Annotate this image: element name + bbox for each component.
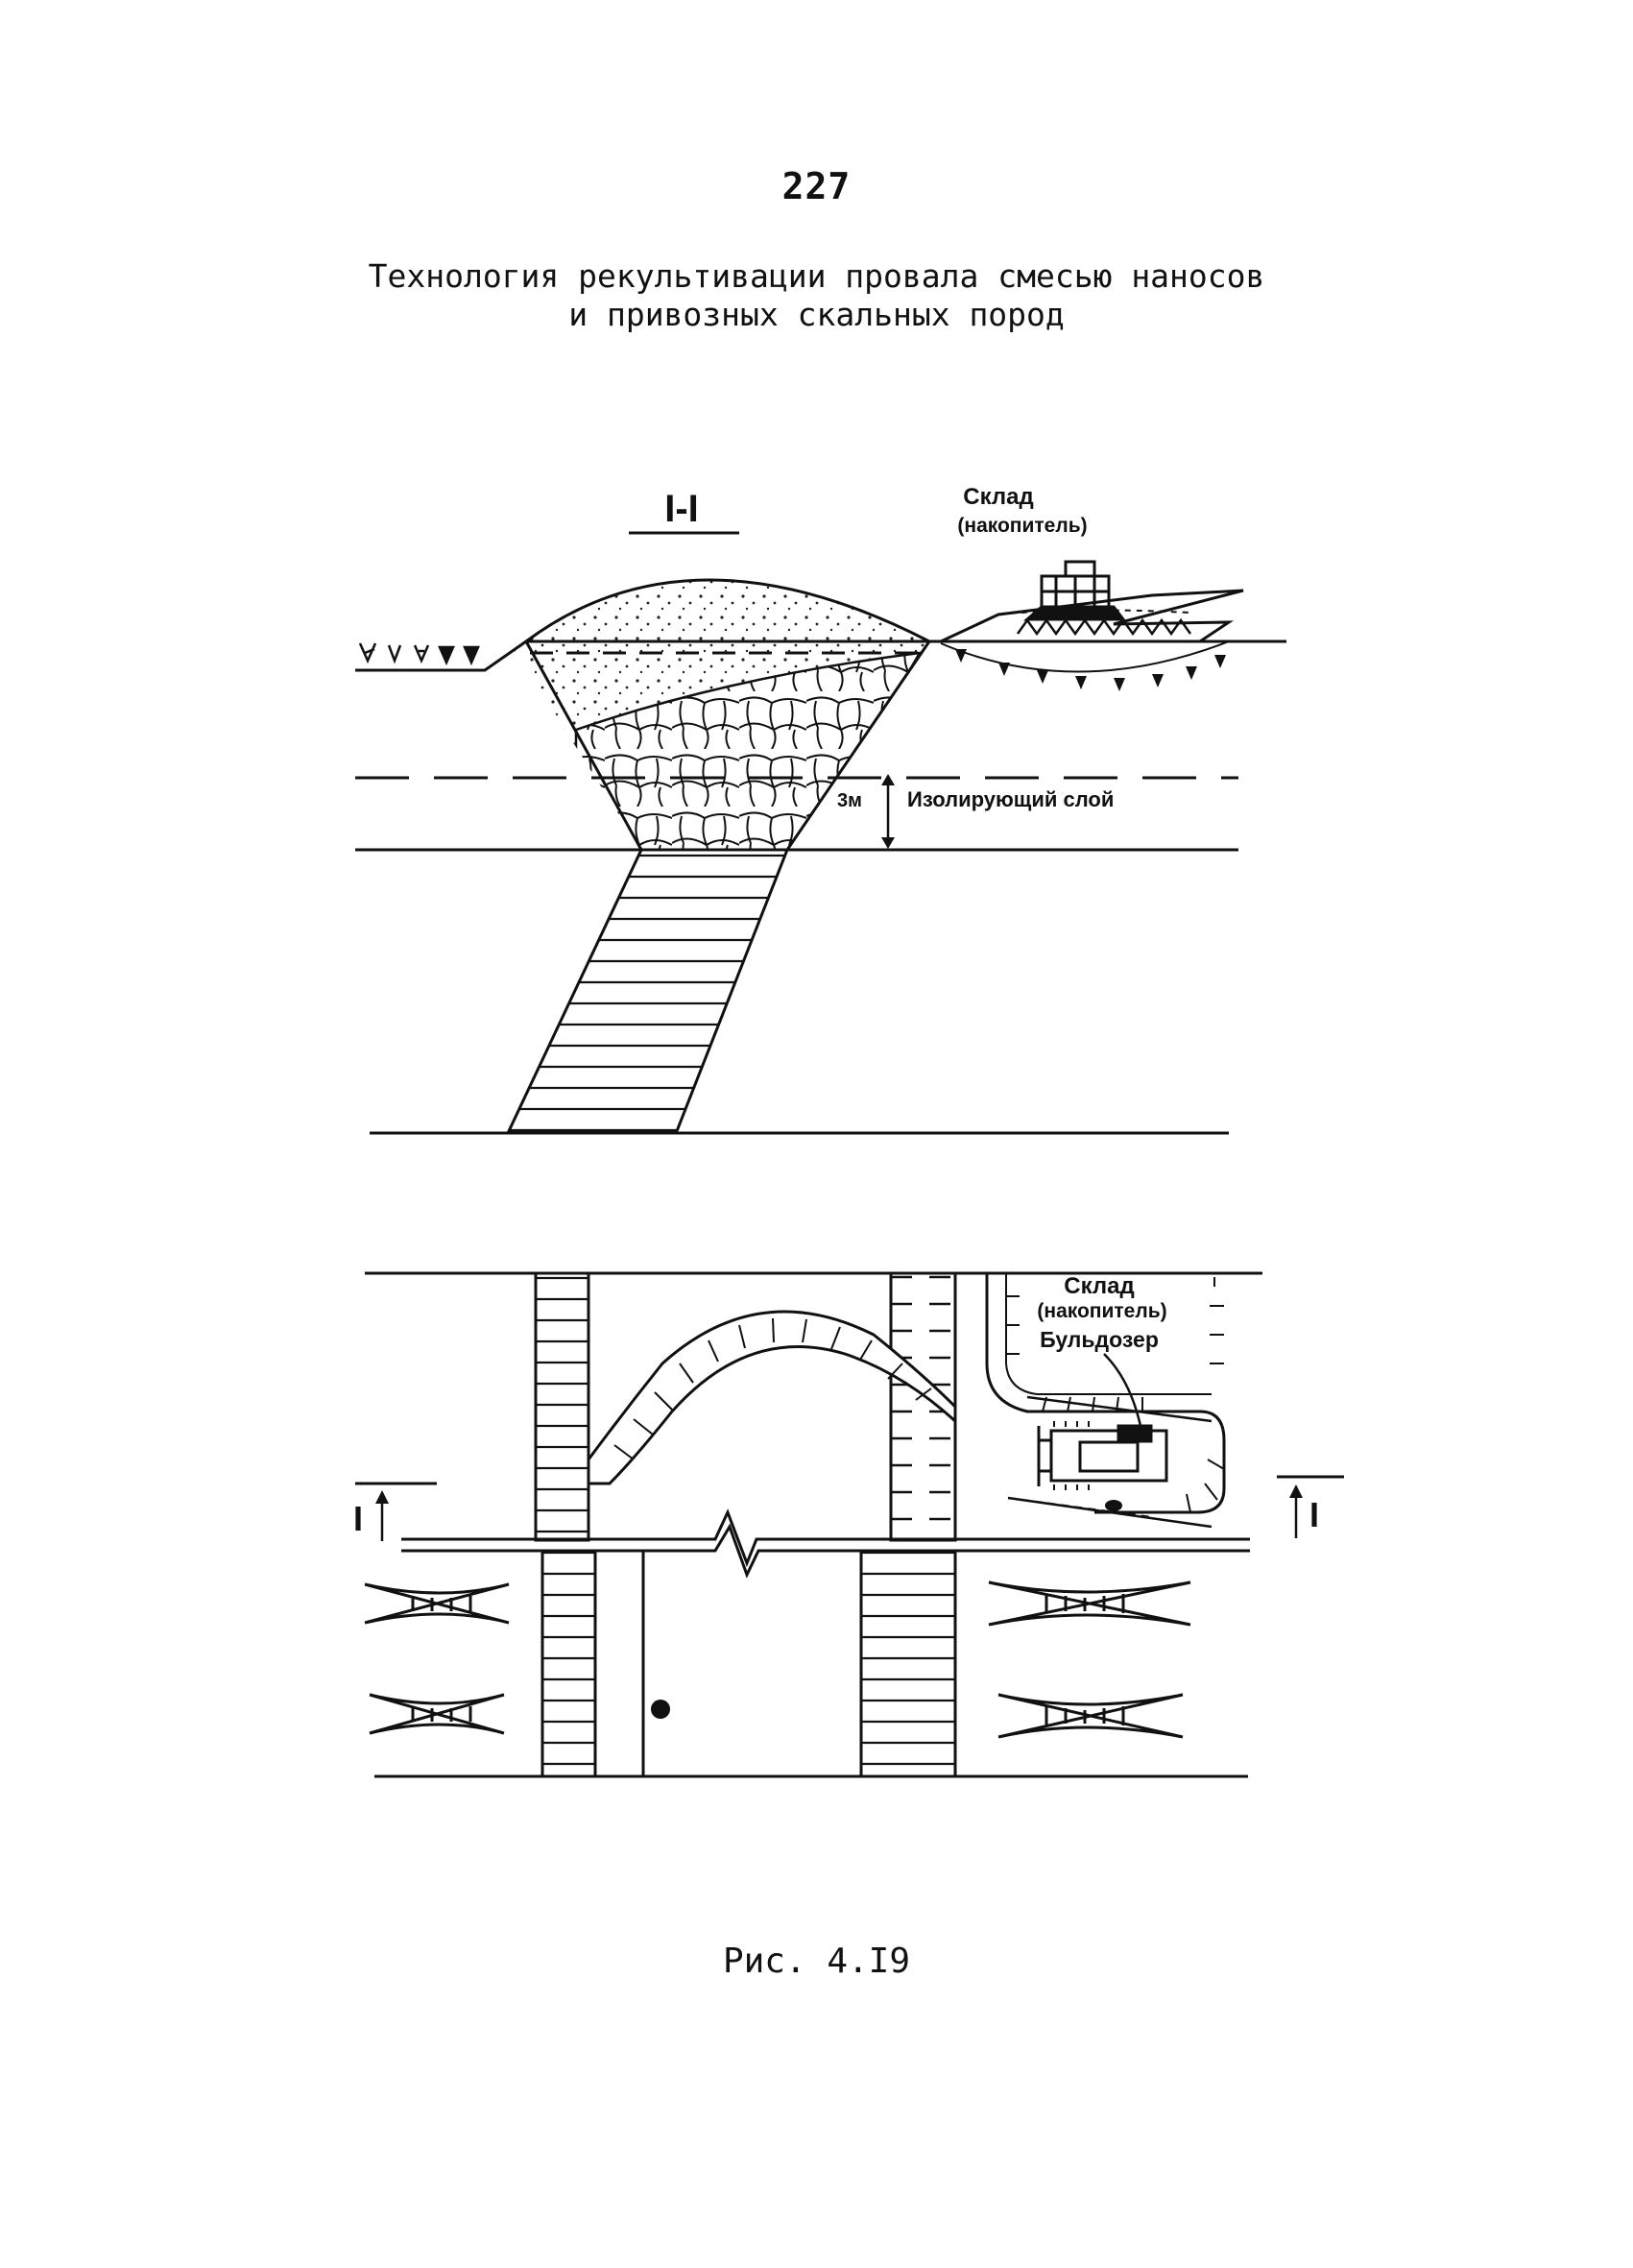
- stockpile-sublabel-top: (накопитель): [957, 515, 1087, 537]
- bulldozer-plan-tracks: [1053, 1421, 1090, 1490]
- section-label: I-I: [664, 488, 699, 530]
- plan-pillar-right-lower: [859, 1549, 957, 1778]
- figure-title: Технология рекультивации провала смесью …: [0, 257, 1633, 334]
- depth-arrow-up: [881, 774, 895, 785]
- stockpile-surface: [997, 609, 1191, 615]
- collapse-band-hatching: [613, 1317, 932, 1460]
- plan-x-structure-left-2: [369, 1693, 505, 1735]
- title-line-1: Технология рекультивации провала смесью …: [368, 257, 1265, 295]
- section-mark-right-group: I: [1277, 1475, 1344, 1538]
- cross-section: I-I Склад (накопитель): [355, 484, 1286, 1135]
- plan-view: Склад (накопитель) Бульдозер I: [353, 1271, 1344, 1778]
- plan-x-structure-right-1: [988, 1580, 1191, 1627]
- plan-stockpile-bay: [985, 1273, 1226, 1514]
- plan-stockpile-sublabel: (накопитель): [1037, 1300, 1166, 1322]
- stockpile-rock-symbols: [1016, 617, 1192, 637]
- bulldozer-section-icon: [1022, 560, 1127, 621]
- section-mark-left: I: [353, 1499, 363, 1538]
- depth-arrow-down: [881, 837, 895, 849]
- vegetation-symbols-left: [358, 642, 480, 666]
- page-number: 227: [781, 165, 852, 207]
- depth-label: 3м: [837, 790, 862, 811]
- stockpile-label-top: Склад: [963, 484, 1033, 510]
- plan-bulldozer-label: Бульдозер: [1040, 1327, 1159, 1352]
- insulating-layer-label: Изолирующий слой: [907, 787, 1114, 811]
- plan-road-line-top: [401, 1508, 1250, 1568]
- plan-stockpile-bay-ticks: [1006, 1277, 1225, 1513]
- plan-chamber-marker: [651, 1700, 670, 1719]
- funnel-walls: [524, 640, 931, 851]
- figure-caption: Рис. 4.I9: [722, 1942, 911, 1981]
- inclined-shaft-column: [506, 848, 790, 1133]
- section-mark-left-group: I: [353, 1482, 437, 1541]
- stockpile-base-curve: [940, 640, 1230, 673]
- section-mark-right: I: [1309, 1495, 1319, 1534]
- plan-small-boulder: [1105, 1500, 1122, 1511]
- title-line-2: и привозных скальных пород: [568, 296, 1065, 333]
- overburden-mound: [521, 578, 930, 643]
- plan-pillar-left-upper: [534, 1271, 590, 1542]
- bulldozer-plan-icon: [1037, 1424, 1168, 1486]
- plan-stockpile-bay-inner: [1005, 1273, 1212, 1395]
- plan-x-structure-right-2: [997, 1693, 1184, 1739]
- plan-stockpile-label: Склад: [1064, 1273, 1134, 1299]
- ground-surface-left: [355, 639, 527, 672]
- plan-pillar-left-lower: [540, 1549, 597, 1778]
- plan-x-structure-left-1: [364, 1582, 510, 1625]
- plan-push-wedge-dashed: [1007, 1497, 1153, 1518]
- plan-road-line-bottom: [401, 1523, 1250, 1579]
